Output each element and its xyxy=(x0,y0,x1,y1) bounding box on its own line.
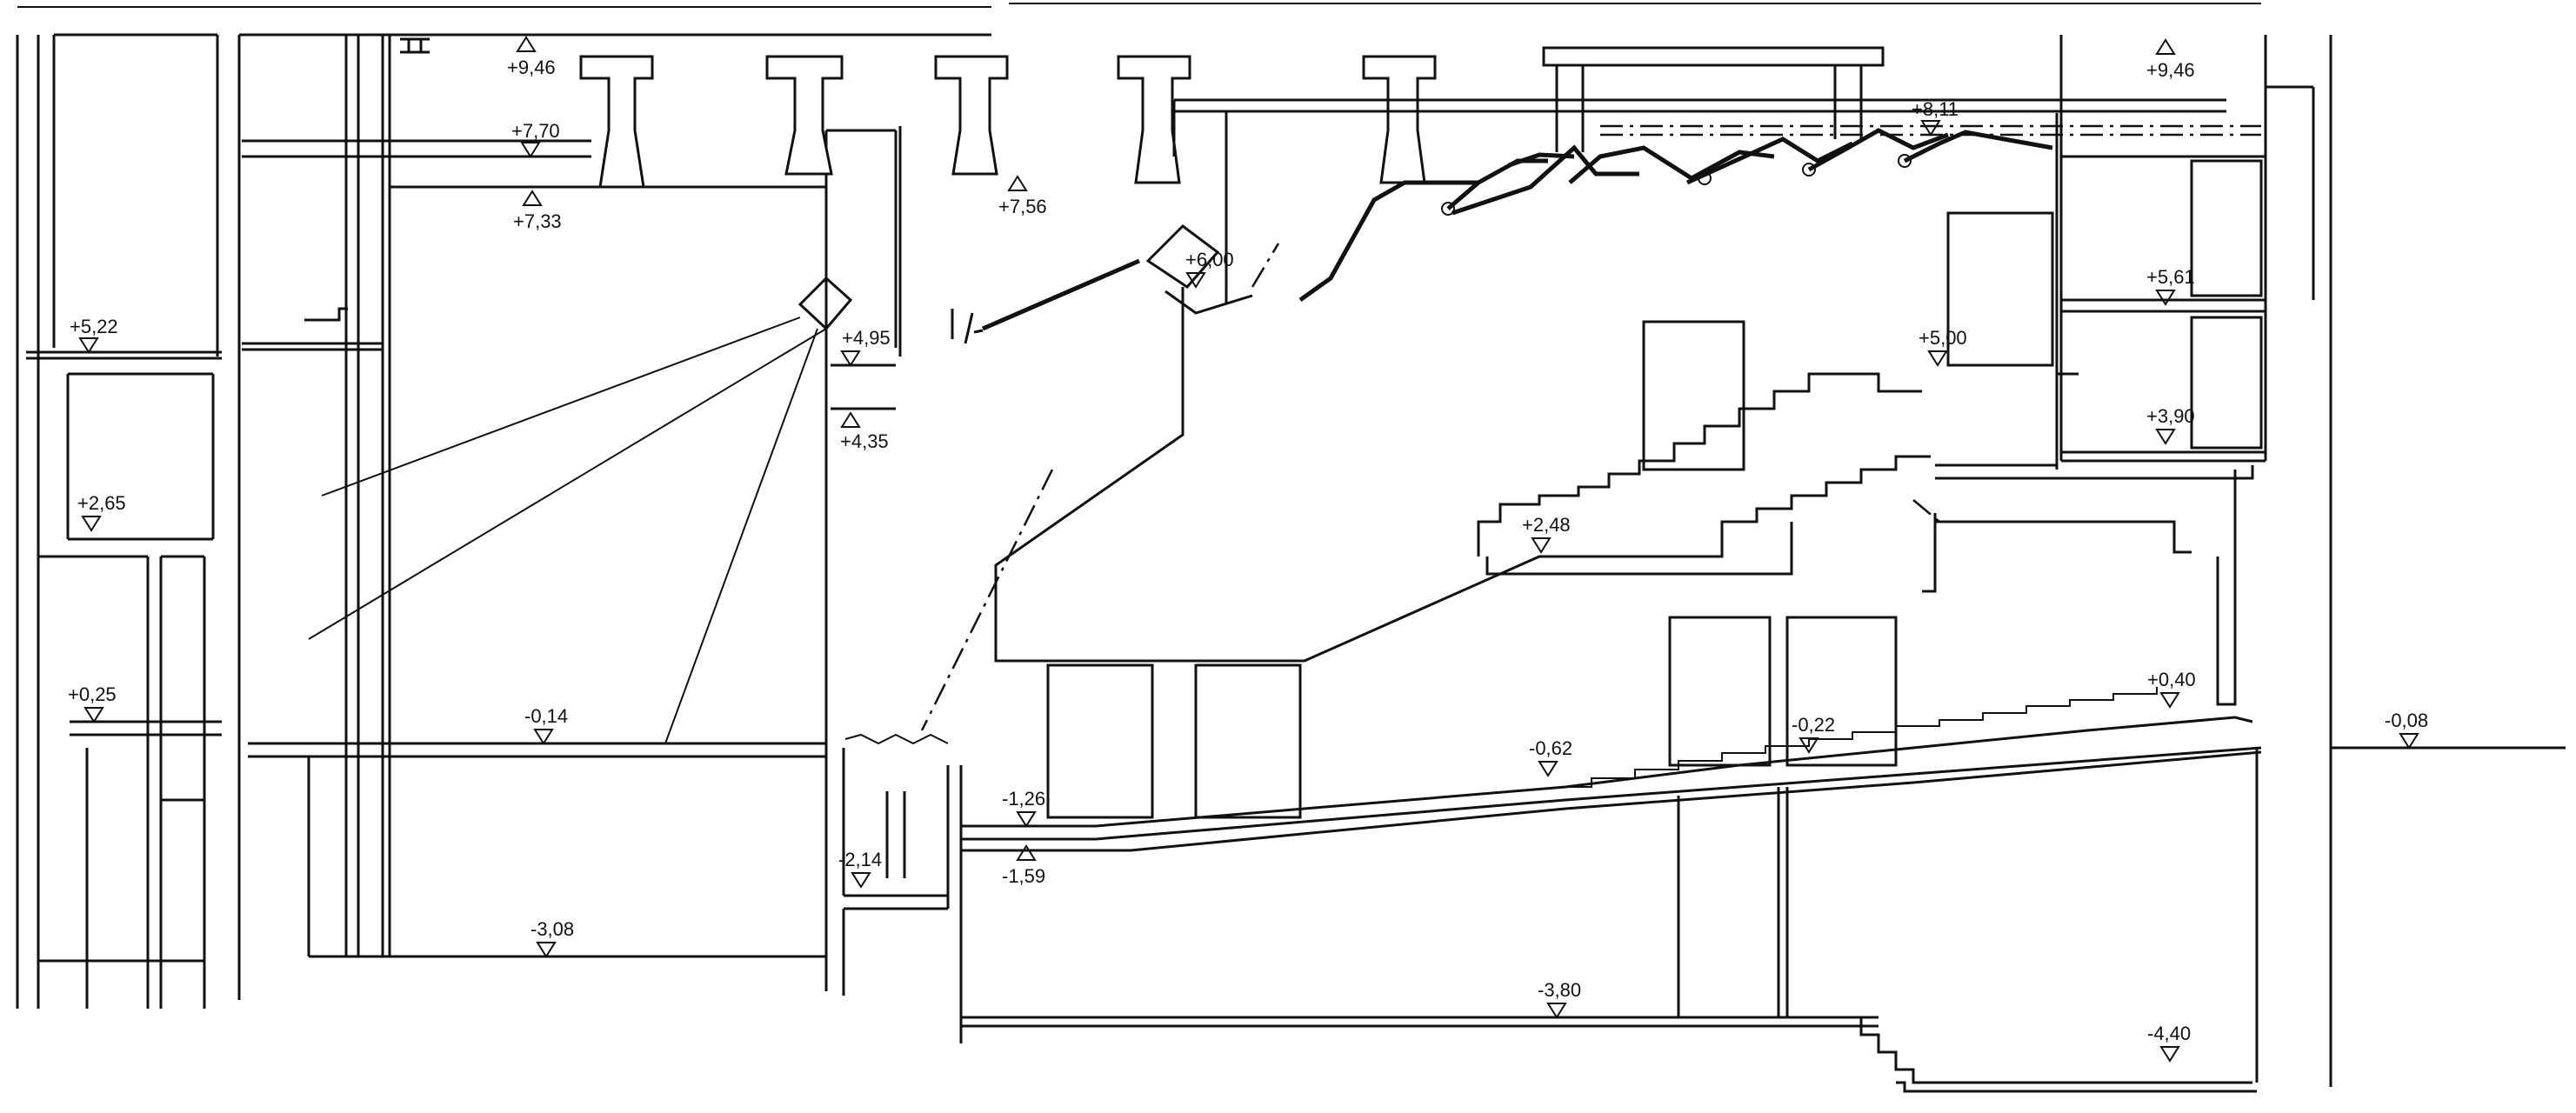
svg-text:+5,22: +5,22 xyxy=(70,316,118,337)
level-marker: -4,40 xyxy=(2147,1023,2191,1063)
svg-text:+6,00: +6,00 xyxy=(1185,249,1234,270)
level-marker: +0,25 xyxy=(68,683,117,723)
level-marker: +6,00 xyxy=(1185,249,1234,289)
level-marker: +9,46 xyxy=(507,36,556,78)
level-marker: +0,40 xyxy=(2147,669,2196,709)
svg-text:-2,14: -2,14 xyxy=(838,849,882,870)
level-marker: -1,26 xyxy=(1002,788,1045,828)
level-marker: -1,59 xyxy=(1002,844,1045,887)
level-markers: +9,46 +7,70 +7,33 +7,56 +6,00 +8,11 +9,4… xyxy=(68,36,2428,1063)
left-wing-structure xyxy=(16,33,222,1009)
level-marker: +9,46 xyxy=(2146,38,2195,81)
top-border xyxy=(17,3,2261,8)
level-marker: +2,48 xyxy=(1522,514,1571,554)
proscenium xyxy=(951,224,1687,663)
svg-text:+0,40: +0,40 xyxy=(2147,669,2196,690)
svg-text:+2,48: +2,48 xyxy=(1522,514,1571,536)
level-marker: +5,00 xyxy=(1919,327,1967,367)
svg-text:+7,56: +7,56 xyxy=(998,196,1047,217)
stage-area xyxy=(308,126,1054,744)
svg-text:+7,33: +7,33 xyxy=(513,210,562,232)
level-marker: +2,65 xyxy=(77,492,126,532)
level-marker: +3,90 xyxy=(2146,405,2195,445)
level-marker: +7,56 xyxy=(998,175,1047,217)
right-wing-structure xyxy=(2059,35,2566,1087)
level-marker: -3,08 xyxy=(531,918,574,958)
svg-text:+0,25: +0,25 xyxy=(68,683,117,705)
svg-text:-1,59: -1,59 xyxy=(1002,865,1045,887)
stalls-rake xyxy=(961,687,2262,852)
level-marker: +5,22 xyxy=(70,316,118,354)
svg-text:+9,46: +9,46 xyxy=(2146,59,2195,81)
svg-text:+4,35: +4,35 xyxy=(840,430,889,452)
lower-level xyxy=(248,733,2259,1093)
level-marker: -2,14 xyxy=(838,849,882,889)
svg-text:-0,14: -0,14 xyxy=(524,705,568,727)
svg-text:+5,00: +5,00 xyxy=(1919,327,1967,349)
level-marker: +7,33 xyxy=(513,190,562,232)
svg-text:-1,26: -1,26 xyxy=(1002,788,1045,810)
level-marker: +8,11 xyxy=(1912,98,1959,137)
svg-text:-0,08: -0,08 xyxy=(2385,710,2428,731)
svg-text:-3,80: -3,80 xyxy=(1538,979,1581,1001)
svg-text:-3,08: -3,08 xyxy=(531,918,574,940)
svg-text:+5,61: +5,61 xyxy=(2146,266,2195,288)
level-marker: +4,35 xyxy=(840,411,889,452)
roof-trusses xyxy=(579,46,2261,304)
svg-text:+3,90: +3,90 xyxy=(2146,405,2195,427)
level-marker: -0,08 xyxy=(2385,710,2428,750)
svg-text:+8,11: +8,11 xyxy=(1912,98,1959,120)
level-marker: -3,80 xyxy=(1538,979,1581,1019)
level-marker: -0,62 xyxy=(1529,737,1572,777)
svg-text:-0,22: -0,22 xyxy=(1792,714,1835,736)
level-marker: -0,22 xyxy=(1792,714,1835,754)
svg-text:+2,65: +2,65 xyxy=(77,492,126,514)
level-marker: +4,95 xyxy=(840,327,891,367)
svg-text:-0,62: -0,62 xyxy=(1529,737,1572,759)
level-marker: +7,70 xyxy=(511,120,560,158)
svg-text:+7,70: +7,70 xyxy=(511,120,560,142)
level-marker: +5,61 xyxy=(2146,266,2195,306)
balcony-tiers xyxy=(1298,128,2053,303)
stage-tower xyxy=(237,33,991,1000)
svg-text:+9,46: +9,46 xyxy=(507,57,556,78)
stalls-seating xyxy=(1046,113,2254,819)
svg-text:-4,40: -4,40 xyxy=(2147,1023,2191,1044)
svg-text:+4,95: +4,95 xyxy=(842,327,891,349)
level-marker: -0,14 xyxy=(524,705,568,745)
